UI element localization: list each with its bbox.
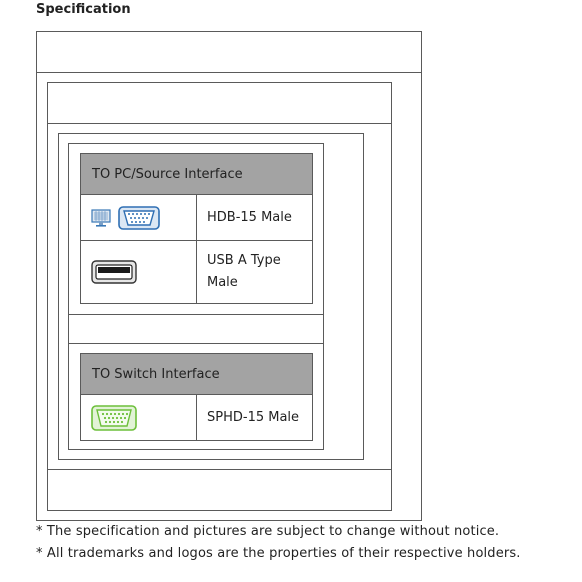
usb-a-icon: [91, 260, 196, 284]
table-row: USB A Type Male: [80, 240, 313, 304]
switch-interface-table: TO Switch Interface SPHD-15 M: [80, 353, 313, 441]
divider: [68, 343, 324, 344]
connector-cell: [80, 194, 197, 241]
connector-label-line: USB A Type: [207, 253, 281, 268]
divider: [47, 123, 392, 124]
monitor-icon: [90, 207, 112, 229]
connector-cell: [80, 240, 197, 304]
table-row: SPHD-15 Male: [80, 394, 313, 441]
divider: [47, 469, 392, 470]
connector-label: SPHD-15 Male: [196, 394, 313, 441]
table-row: HDB-15 Male: [80, 194, 313, 241]
vga-connector-icon: [118, 205, 160, 230]
divider: [68, 314, 324, 315]
divider: [36, 72, 422, 73]
section-title: Specification: [36, 2, 131, 17]
disclaimer-note: * The specification and pictures are sub…: [36, 524, 500, 539]
connector-label: HDB-15 Male: [196, 194, 313, 241]
connector-cell: [80, 394, 197, 441]
pc-interface-table: TO PC/Source Interface: [80, 153, 313, 304]
switch-interface-header: TO Switch Interface: [80, 353, 313, 395]
pc-interface-header: TO PC/Source Interface: [80, 153, 313, 195]
sphd-connector-icon: [91, 404, 196, 431]
trademark-note: * All trademarks and logos are the prope…: [36, 546, 521, 561]
connector-label-line: Male: [207, 275, 238, 290]
connector-label: USB A Type Male: [196, 240, 313, 304]
